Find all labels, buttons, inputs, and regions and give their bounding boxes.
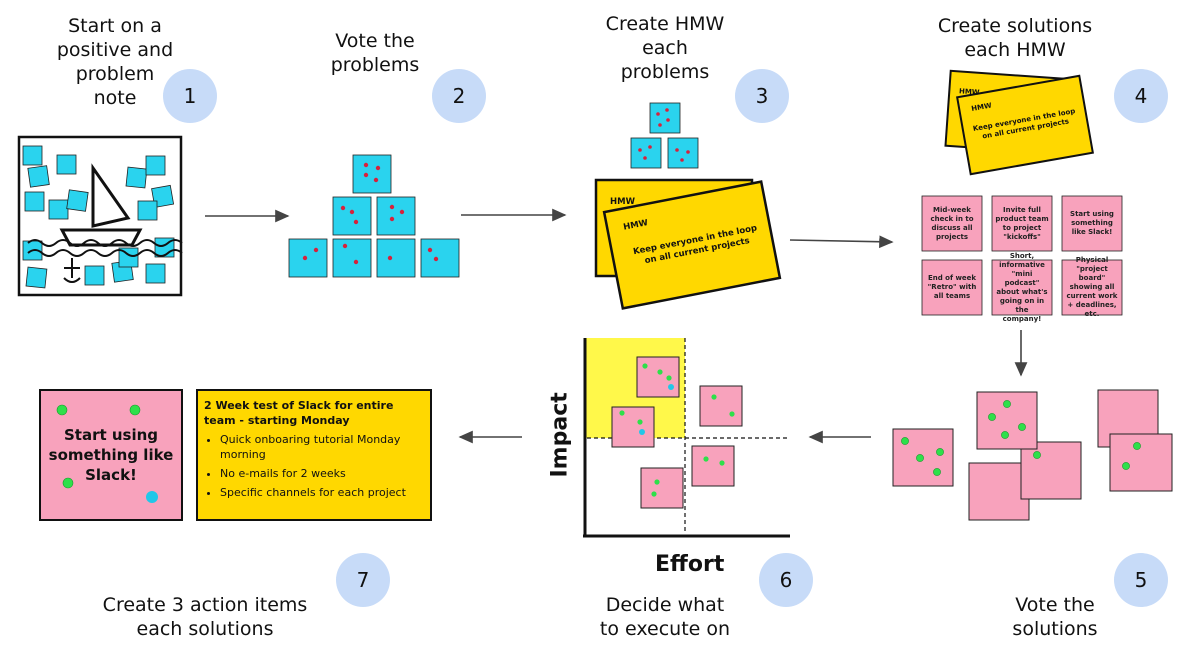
step-5-number: 5 [1114,553,1168,607]
solution-card-1: Mid-week check in to discuss all project… [930,205,974,241]
action-item-2: No e-mails for 2 weeks [220,466,426,481]
step-4-number: 4 [1114,69,1168,123]
voted-problems [288,154,460,278]
voted-solutions [892,389,1173,521]
hmw-card-back-label: HMW [610,197,635,207]
action-plan-heading: 2 Week test of Slack for entire team - s… [204,399,394,427]
action-item-3: Specific channels for each project [220,485,426,500]
step-2-number: 2 [432,69,486,123]
solution-card-2: Invite full product team to project "kic… [995,205,1049,241]
step-1-number: 1 [163,69,217,123]
solution-card-4: End of week "Retro" with all teams [927,274,977,300]
impact-effort-matrix [583,338,790,538]
hmw-card-label: HMW [622,218,649,233]
solution-card-6: Physical "project board" showing all cur… [1066,256,1118,318]
step-6-number: 6 [759,553,813,607]
action-item-1: Quick onboaring tutorial Monday morning [220,432,426,462]
solution-grid [921,195,1123,316]
step-7-number: 7 [336,553,390,607]
effort-axis-label: Effort [655,552,725,577]
step-3-number: 3 [735,69,789,123]
hmw-small-label: HMW [970,101,993,114]
top-problems [630,102,699,169]
impact-axis-label: Impact [547,392,573,478]
solution-card-3: Start using something like Slack! [1070,210,1114,236]
problem-board [17,135,183,297]
action-plan: 2 Week test of Slack for entire team - s… [204,398,426,504]
solution-card-5: Short, informative "mini podcast" about … [996,251,1048,323]
